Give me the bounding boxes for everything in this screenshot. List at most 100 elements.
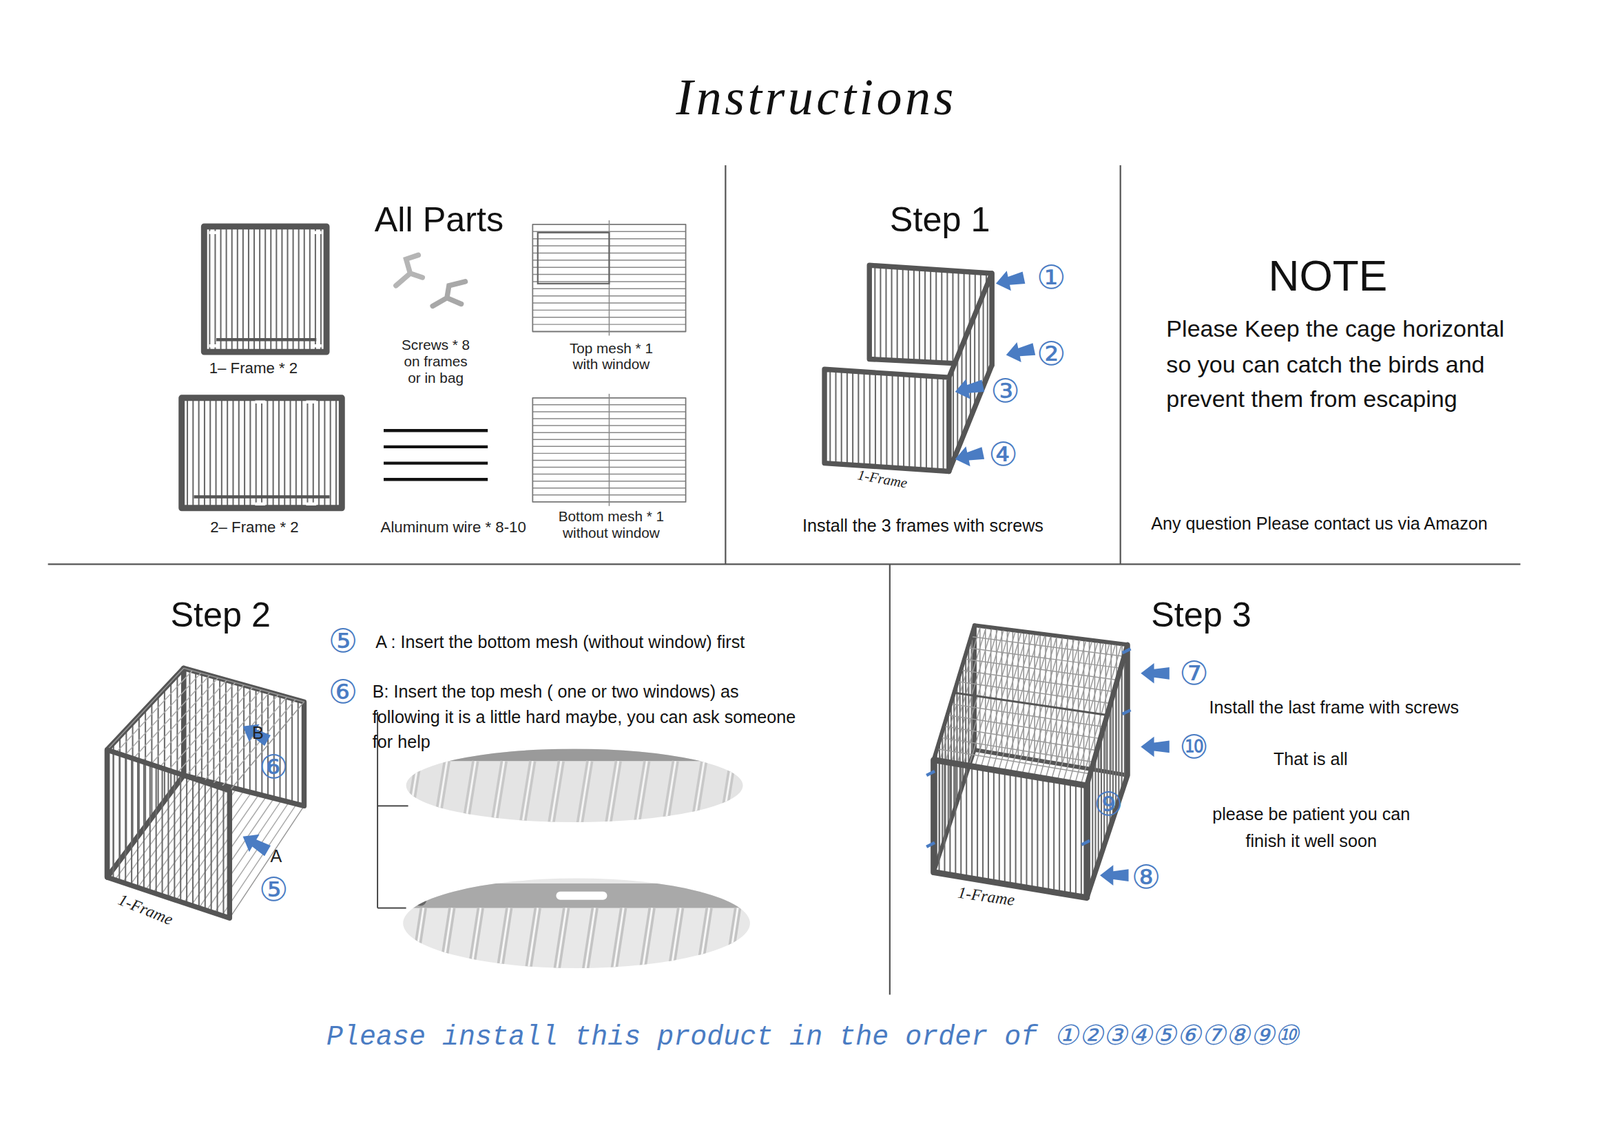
bar: [852, 371, 854, 465]
bar: [925, 376, 928, 470]
bar: [143, 762, 145, 890]
mesh-divider: [953, 692, 1107, 716]
bar: [210, 784, 213, 912]
bar: [163, 688, 166, 802]
bar: [940, 269, 943, 363]
pointer-arrow: [1004, 338, 1037, 366]
bar: [124, 672, 202, 756]
part-label: 2– Frame * 2: [210, 518, 299, 537]
mesh-wire: [408, 761, 419, 825]
bar: [908, 374, 910, 469]
callout-number: ⑥: [328, 675, 359, 709]
mesh-wire: [436, 761, 448, 825]
bar: [885, 266, 887, 361]
panel-border: [183, 668, 305, 806]
bar: [170, 681, 172, 793]
bar: [306, 398, 308, 509]
bar: [133, 675, 210, 760]
frame-label: 1-Frame: [856, 467, 909, 493]
bar: [829, 369, 831, 464]
bar: [902, 374, 905, 469]
bar: [940, 737, 1094, 763]
bar: [943, 761, 945, 875]
bar: [931, 376, 933, 471]
bar: [335, 398, 337, 509]
callout-number: ④: [989, 438, 1019, 471]
bar: [198, 780, 200, 908]
bar: [309, 226, 311, 352]
bar: [141, 677, 218, 762]
bar: [1009, 772, 1012, 886]
bar: [179, 774, 182, 902]
bar: [935, 269, 937, 363]
mesh-wire: [470, 908, 481, 975]
bar: [947, 715, 1100, 740]
bar: [869, 372, 871, 467]
bar: [183, 794, 259, 903]
bar: [949, 763, 951, 876]
frame-slot: [555, 891, 607, 901]
mesh-wire: [608, 761, 619, 825]
frame-slot: [254, 502, 266, 506]
bar: [192, 398, 194, 509]
aluminum-wire: [383, 429, 488, 432]
bar: [891, 266, 893, 361]
bar: [1025, 775, 1027, 888]
bar: [236, 226, 239, 352]
mesh-wire: [613, 908, 624, 975]
mesh-wire: [636, 761, 647, 825]
bar: [275, 226, 277, 352]
bar: [247, 226, 250, 352]
mesh-wire: [465, 761, 476, 825]
bar: [203, 398, 206, 509]
mesh-divider: [608, 393, 610, 507]
mesh-wire: [670, 908, 681, 975]
panel-fill: [949, 273, 992, 472]
frame-part: [203, 226, 327, 352]
bar: [320, 226, 322, 352]
bar: [242, 226, 244, 352]
bar: [222, 788, 224, 917]
bar: [207, 674, 209, 782]
screw-symbol: [432, 281, 465, 307]
part-label: 1– Frame * 2: [209, 358, 298, 377]
bar: [118, 754, 120, 882]
bar: [942, 377, 945, 472]
bar: [938, 761, 940, 874]
bar: [879, 265, 881, 360]
mesh-wire: [498, 908, 509, 975]
bar: [1080, 784, 1083, 897]
mesh-wire: [699, 908, 710, 975]
bar: [954, 763, 957, 877]
frame-edge: [398, 883, 756, 909]
mesh-wire: [551, 761, 562, 825]
bar: [295, 398, 297, 509]
bracket-line: [377, 907, 406, 910]
mesh-wire: [641, 908, 653, 975]
mesh-wire: [408, 761, 419, 825]
mesh-wire: [665, 761, 676, 825]
letter-marker: A: [270, 847, 283, 868]
bar: [971, 636, 1125, 657]
step-heading: Step 3: [1150, 597, 1252, 632]
caption: Please install this product in the order…: [326, 1023, 1300, 1054]
bar: [208, 226, 211, 352]
bar: [953, 692, 1107, 716]
bar: [951, 270, 954, 363]
bar: [982, 768, 984, 881]
instruction-text: B: Insert the top mesh ( one or two wind…: [372, 680, 802, 757]
panel-fill: [933, 760, 1087, 899]
bar: [283, 398, 286, 509]
bar: [1103, 725, 1105, 846]
bar: [960, 764, 962, 877]
bar: [891, 373, 894, 468]
bar: [255, 398, 257, 509]
bar: [329, 398, 332, 509]
bar: [201, 673, 203, 781]
panel-border: [933, 760, 1087, 899]
part-label: Top mesh * 1 with window: [561, 339, 662, 373]
mesh-wire: [413, 908, 424, 975]
bar: [124, 756, 127, 884]
panel-border: [1086, 644, 1128, 898]
mesh-wire: [636, 761, 647, 825]
